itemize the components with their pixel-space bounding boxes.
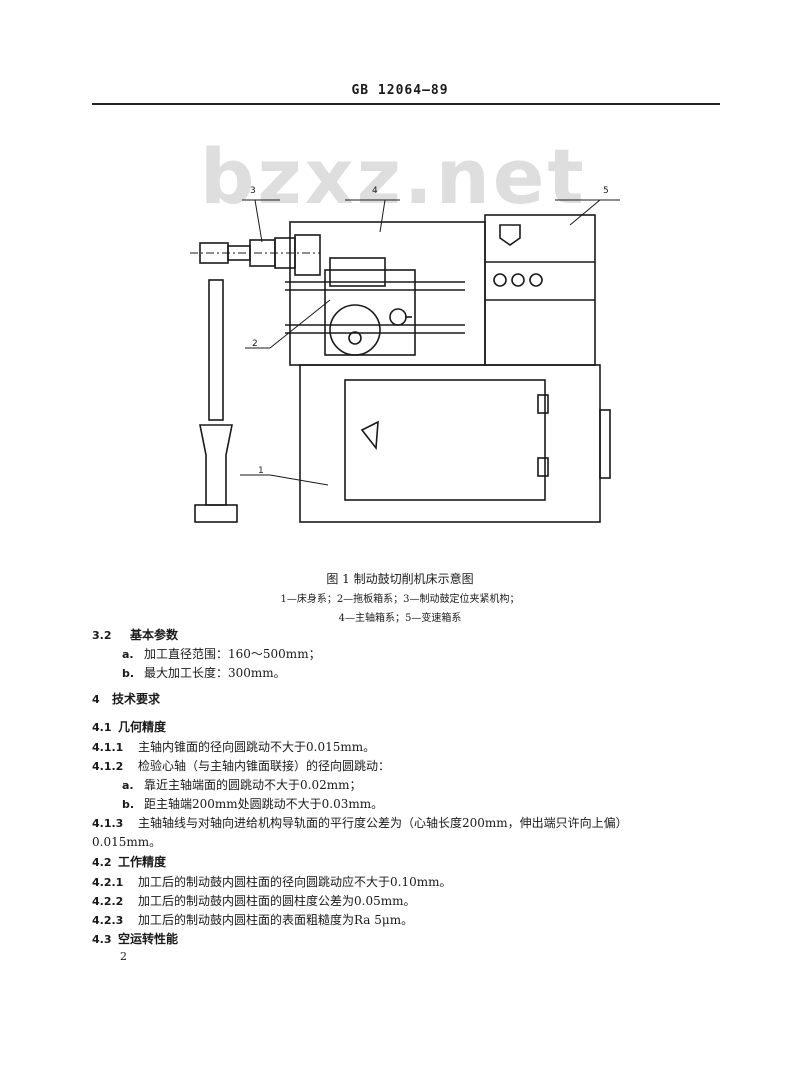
watermark: bzxz.net [200,132,587,221]
label-3: 3 [250,186,256,196]
figure-caption: 图 1 制动鼓切削机床示意图 [326,572,474,586]
figure-legend-1: 1—床身系；2—拖板箱系；3—制动鼓定位夹紧机构； [280,594,520,605]
header-rule [92,103,720,105]
document-header: GB 12064—89 [351,83,449,98]
support-column [208,279,224,421]
item-4-1-3-continued: 0.015mm。 [92,835,162,849]
carriage [324,269,416,356]
label-2: 2 [252,339,258,349]
handwheel [329,304,381,356]
machine-diagram: 1 2 3 4 5 [190,186,620,523]
label-1: 1 [258,466,264,476]
section-3-2-item-b: b.最大加工长度：300mm。 [122,666,286,680]
page-number: 2 [120,950,127,963]
item-4-1-2-a: a.靠近主轴端面的圆跳动不大于0.02mm； [122,778,362,792]
cabinet-door [344,379,546,501]
headstock [289,221,486,366]
figure-legend-2: 4—主轴箱系；5—变速箱系 [338,613,462,624]
section-3-2-item-a: a.加工直径范围：160～500mm； [122,647,321,661]
label-4: 4 [372,186,378,196]
label-5: 5 [603,186,609,196]
item-4-1-2-b: b.距主轴端200mm处圆跳动不大于0.03mm。 [122,797,384,811]
tool-holder [329,257,386,287]
gearbox [484,214,596,366]
